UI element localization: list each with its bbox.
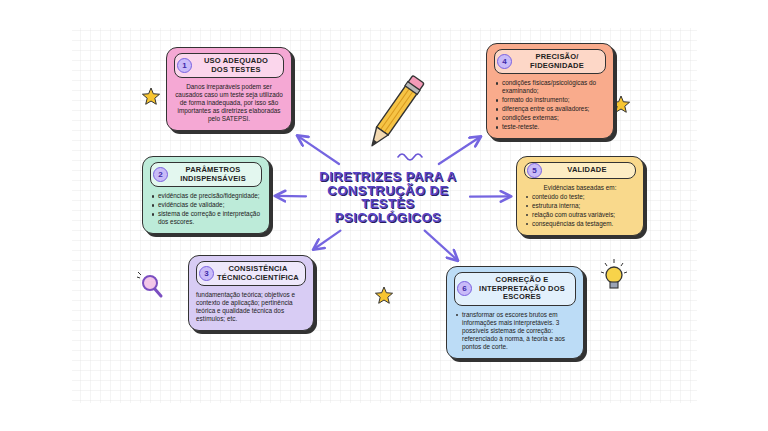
box-text: Danos irreparáveis podem ser causados ca… [174,83,284,123]
connector-arrow [298,136,339,164]
box-text: relação com outras variáveis; [524,211,636,219]
magnifier-icon [137,272,161,296]
star [375,287,392,303]
box-text: fundamentação teórica; objetivos e conte… [196,291,306,323]
topic-box: CORREÇÃO E INTERPRETAÇÃO DOS ESCORES tran… [446,266,584,359]
callout-number: 1 [177,58,192,73]
callout-number: 3 [199,266,214,281]
diagram-title: DIRETRIZES PARA A CONSTRUÇÃO DE TESTES P… [312,170,464,225]
box-text: evidências de precisão/fidegnidade; [150,192,262,200]
box-text: formato do instrumento; [494,96,606,104]
pencil-illustration [366,75,425,150]
grid-lines [72,28,697,403]
box-text: diferença entre os avaliadores; [494,105,606,113]
box-text: transformar os escores brutos em informa… [454,311,576,351]
title-node: DIRETRIZES PARA A CONSTRUÇÃO DE TESTES P… [312,170,464,225]
box-text: estrutura interna; [524,202,636,210]
squiggle [398,154,422,160]
callout-number: 4 [497,54,512,69]
box-text: teste-reteste. [494,123,606,131]
lightbulb-icon [601,259,627,288]
box-text: condições externas; [494,114,606,122]
callout-number: 2 [153,167,168,182]
box-text: conteúdo do teste; [524,193,636,201]
connector-arrow [425,231,457,260]
grid-paper [72,28,697,403]
connector-arrow [470,195,510,198]
star [142,88,159,104]
star [612,96,629,112]
box-text: evidências de validade; [150,201,262,209]
box-text: consequências da testagem. [524,220,636,228]
box-heading: CORREÇÃO E INTERPRETAÇÃO DOS ESCORES [454,272,576,306]
box-text: condições físicas/psicológicas do examin… [494,79,606,95]
callout-number: 5 [527,163,542,178]
box-text: sistema de correção e interpretação dos … [150,210,262,226]
connector-arrow [439,137,480,164]
connector-arrow [314,231,340,249]
connector-arrow [276,195,306,198]
box-text: Evidências baseadas em: [524,184,636,192]
